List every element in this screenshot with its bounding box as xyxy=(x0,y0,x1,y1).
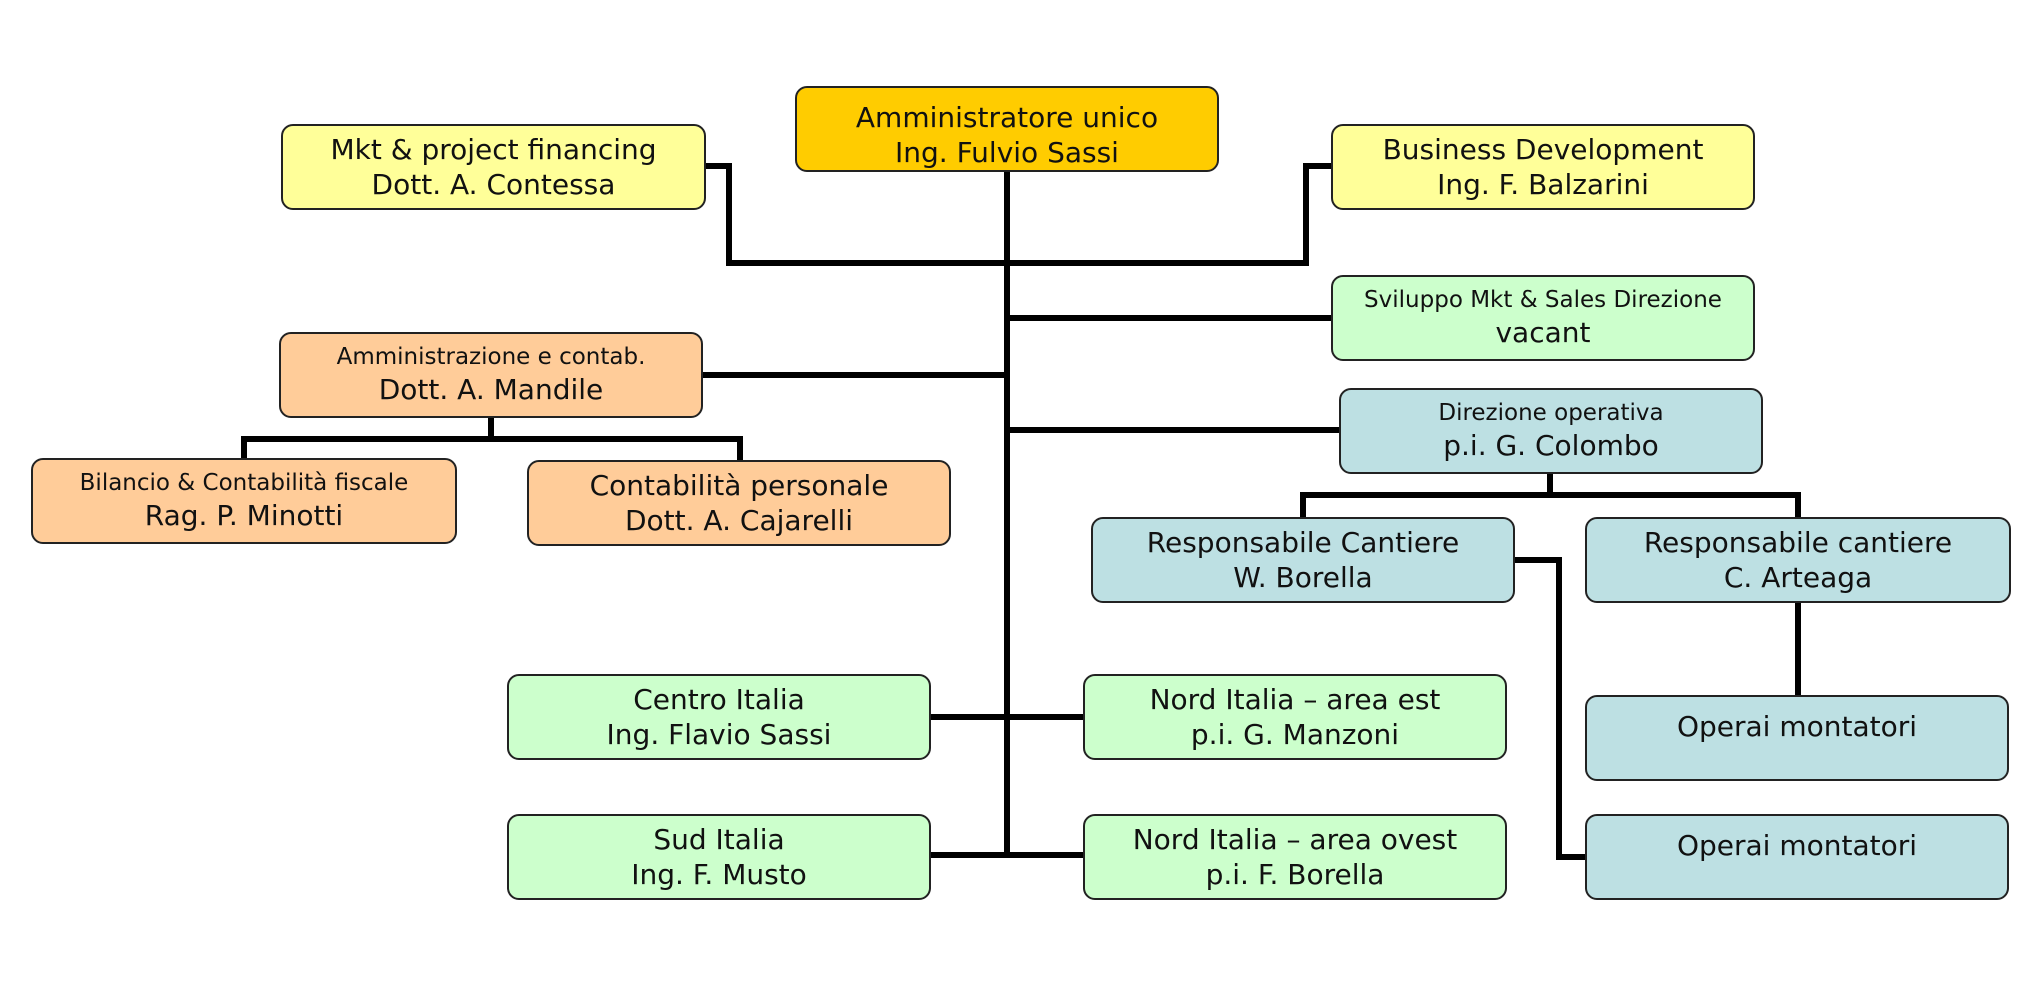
node-responsabile-cantiere-1: Responsabile Cantiere W. Borella xyxy=(1091,517,1515,603)
node-title: Bilancio & Contabilità fiscale xyxy=(79,470,409,497)
node-title: Responsabile cantiere xyxy=(1643,526,1953,559)
node-title: Centro Italia xyxy=(633,683,805,716)
node-nord-italia-area-ovest: Nord Italia – area ovest p.i. F. Borella xyxy=(1083,814,1507,900)
node-contabilita-personale: Contabilità personale Dott. A. Cajarelli xyxy=(527,460,951,546)
node-title: Business Development xyxy=(1382,133,1704,166)
node-person: W. Borella xyxy=(1233,561,1373,594)
node-person: Dott. A. Contessa xyxy=(371,168,616,201)
node-title: Nord Italia – area est xyxy=(1149,683,1441,716)
node-person: Ing. Fulvio Sassi xyxy=(895,136,1119,169)
node-operai-montatori-2: Operai montatori xyxy=(1585,814,2009,900)
node-centro-italia: Centro Italia Ing. Flavio Sassi xyxy=(507,674,931,760)
node-sud-italia: Sud Italia Ing. F. Musto xyxy=(507,814,931,900)
node-title: Mkt & project financing xyxy=(330,133,657,166)
node-person: Rag. P. Minotti xyxy=(144,498,344,532)
node-title: Amministratore unico xyxy=(855,101,1159,134)
node-title: Sviluppo Mkt & Sales Direzione xyxy=(1364,287,1722,314)
connector-ops-children xyxy=(1300,474,1801,517)
node-title: Sud Italia xyxy=(653,823,785,856)
node-person: Ing. F. Musto xyxy=(631,858,807,891)
node-bilancio-contabilita-fiscale: Bilancio & Contabilità fiscale Rag. P. M… xyxy=(31,458,457,544)
connector-bizdev xyxy=(1007,163,1331,266)
node-title: Operai montatori xyxy=(1676,710,1918,743)
node-responsabile-cantiere-2: Responsabile cantiere C. Arteaga xyxy=(1585,517,2011,603)
node-person: p.i. F. Borella xyxy=(1205,858,1385,891)
node-sviluppo-mkt-sales: Sviluppo Mkt & Sales Direzione vacant xyxy=(1331,275,1755,361)
node-nord-italia-area-est: Nord Italia – area est p.i. G. Manzoni xyxy=(1083,674,1507,760)
node-person: C. Arteaga xyxy=(1723,561,1873,594)
node-person: p.i. G. Colombo xyxy=(1443,428,1659,462)
connector-site1-workers xyxy=(1514,557,1585,860)
node-person: p.i. G. Manzoni xyxy=(1190,718,1400,751)
node-title: Amministrazione e contab. xyxy=(336,344,646,371)
node-person: vacant xyxy=(1495,315,1591,349)
node-amministrazione-contab: Amministrazione e contab. Dott. A. Mandi… xyxy=(279,332,703,418)
node-person: Ing. F. Balzarini xyxy=(1437,168,1649,201)
node-amministratore-unico: Amministratore unico Ing. Fulvio Sassi xyxy=(795,86,1219,172)
node-title: Contabilità personale xyxy=(589,469,889,502)
node-person: Dott. A. Cajarelli xyxy=(624,504,854,537)
node-person: Dott. A. Mandile xyxy=(378,372,604,406)
node-operai-montatori-1: Operai montatori xyxy=(1585,695,2009,781)
node-title: Direzione operativa xyxy=(1438,400,1664,427)
node-direzione-operativa: Direzione operativa p.i. G. Colombo xyxy=(1339,388,1763,474)
node-person: Ing. Flavio Sassi xyxy=(606,718,832,751)
node-title: Nord Italia – area ovest xyxy=(1132,823,1458,856)
connector-mkt xyxy=(706,163,1007,266)
node-title: Operai montatori xyxy=(1676,829,1918,862)
node-business-development: Business Development Ing. F. Balzarini xyxy=(1331,124,1755,210)
node-mkt-project-financing: Mkt & project financing Dott. A. Contess… xyxy=(281,124,706,210)
connector-admin-children xyxy=(241,418,743,460)
node-title: Responsabile Cantiere xyxy=(1146,526,1460,559)
